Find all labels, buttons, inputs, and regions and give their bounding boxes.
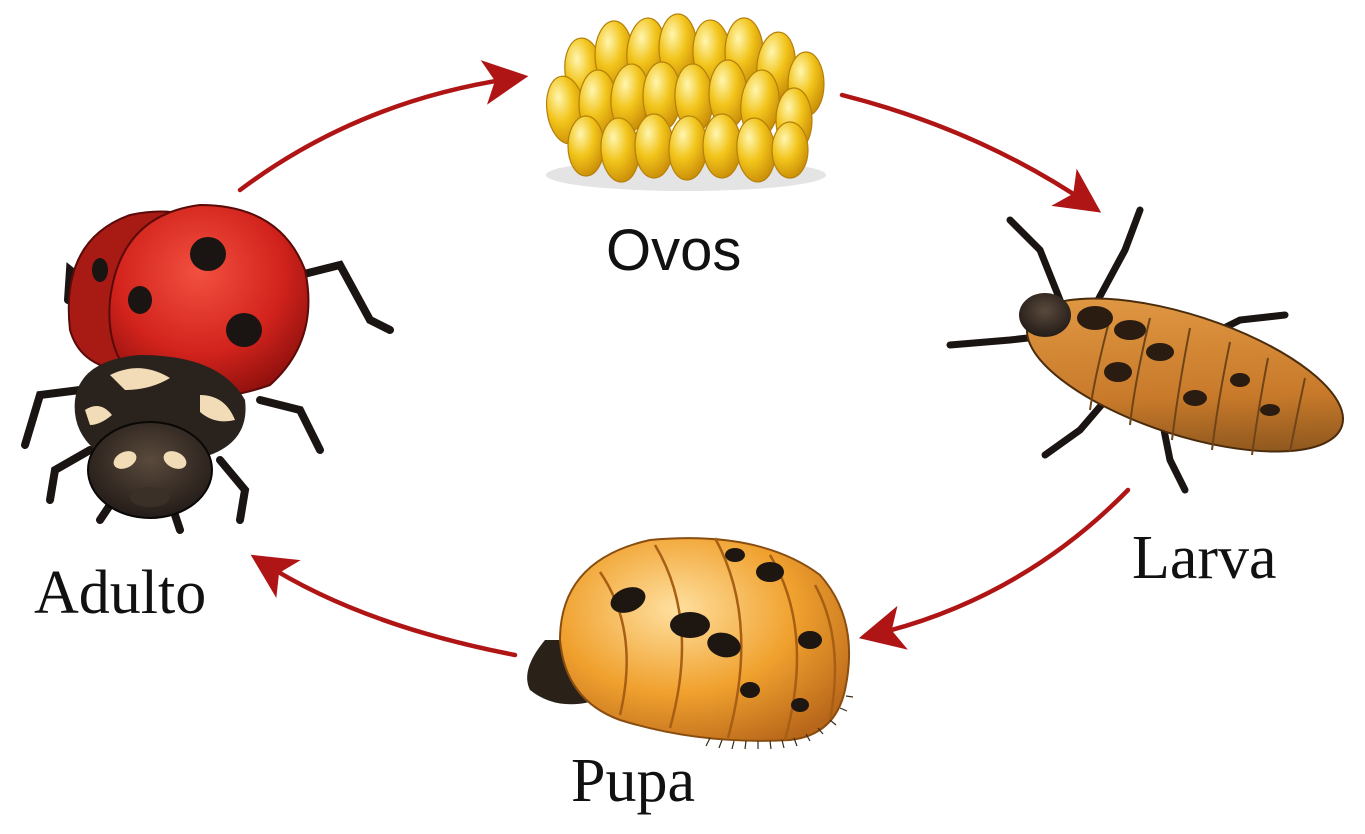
- stage-label-larva: Larva: [1132, 524, 1277, 592]
- arrow-adult-to-eggs: [237, 60, 529, 193]
- arrow-larva-to-pupa: [858, 487, 1131, 650]
- arrow-eggs-to-larva: [839, 92, 1102, 213]
- pupa-illustration: [527, 537, 854, 750]
- adult-ladybug-illustration: [21, 203, 394, 534]
- arrows: [237, 60, 1131, 658]
- stage-label-adult: Adulto: [34, 559, 207, 627]
- larva-illustration: [946, 206, 1345, 494]
- eggs-illustration: [545, 13, 826, 191]
- arrow-pupa-to-adult: [250, 554, 518, 658]
- stage-label-eggs: Ovos: [606, 218, 742, 283]
- stage-label-pupa: Pupa: [571, 747, 695, 815]
